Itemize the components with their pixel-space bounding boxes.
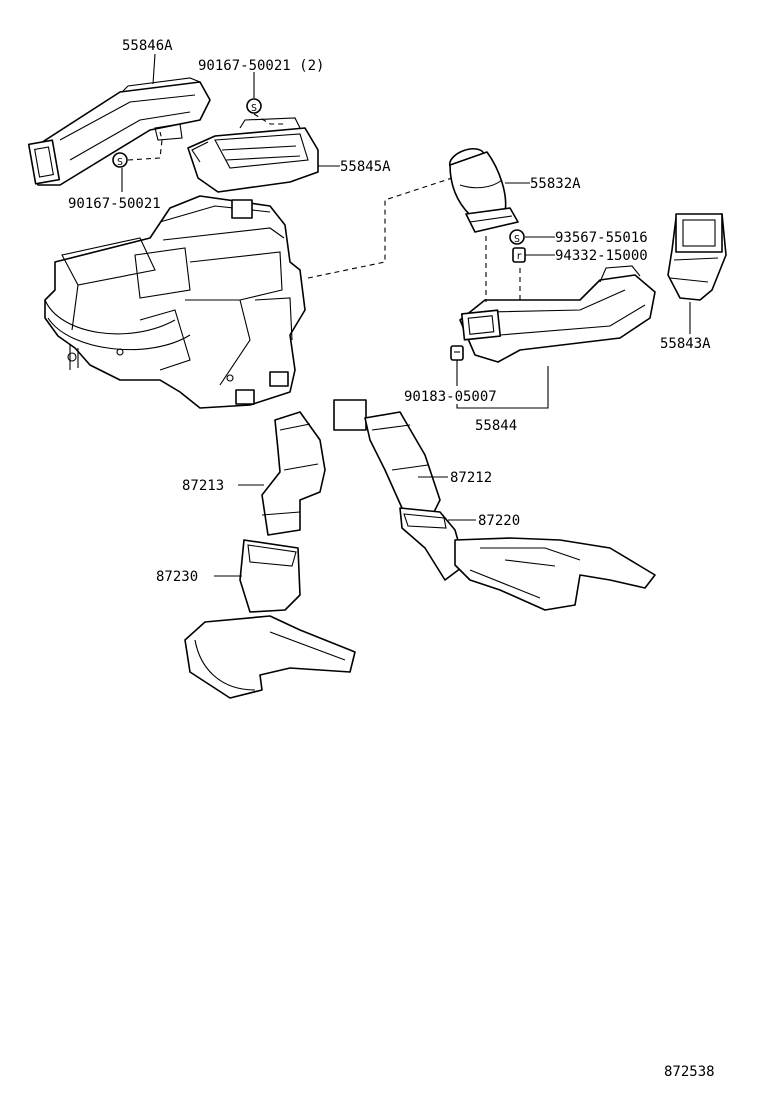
fastener-screw-upper: S: [246, 98, 262, 114]
leader-lines: [121, 53, 691, 577]
screw-symbol: S: [117, 157, 123, 168]
label-55843a: 55843A: [660, 336, 711, 352]
duct-87213-87230-drawing: [184, 411, 356, 699]
duct-55845a-drawing: [187, 117, 319, 193]
fastener-screw-93567: S: [509, 229, 525, 245]
label-55845a: 55845A: [340, 159, 391, 175]
label-87213: 87213: [182, 478, 224, 494]
label-87212: 87212: [450, 470, 492, 486]
screw-symbol: S: [514, 234, 520, 245]
label-90183-05007: 90183-05007: [404, 389, 497, 405]
duct-55832a-drawing: [448, 147, 519, 233]
label-93567-55016: 93567-55016: [555, 230, 648, 246]
duct-55843a-drawing: [667, 213, 727, 301]
fastener-screw-lower: S: [112, 152, 128, 168]
label-55844: 55844: [475, 418, 517, 434]
label-90167-50021-2: 90167-50021 (2): [198, 58, 324, 74]
label-87220: 87220: [478, 513, 520, 529]
label-55832a: 55832A: [530, 176, 581, 192]
heater-unit-drawing: [44, 195, 306, 409]
duct-55846a-drawing: [27, 77, 211, 186]
label-87230: 87230: [156, 569, 198, 585]
fastener-clip-94332: r: [512, 247, 526, 263]
fastener-clip-90183: [450, 345, 464, 361]
screw-symbol: S: [251, 103, 257, 114]
label-55846a: 55846A: [122, 38, 173, 54]
clip-symbol: r: [516, 251, 522, 262]
assembly-dashed-lines: [127, 113, 521, 302]
duct-87212-87220-drawing: [333, 399, 656, 611]
part-labels: 55846A 90167-50021 (2) 55845A 90167-5002…: [68, 38, 715, 1080]
label-94332-15000: 94332-15000: [555, 248, 648, 264]
diagram-id: 872538: [664, 1064, 715, 1080]
duct-55844-drawing: [459, 265, 656, 363]
label-90167-50021: 90167-50021: [68, 196, 161, 212]
